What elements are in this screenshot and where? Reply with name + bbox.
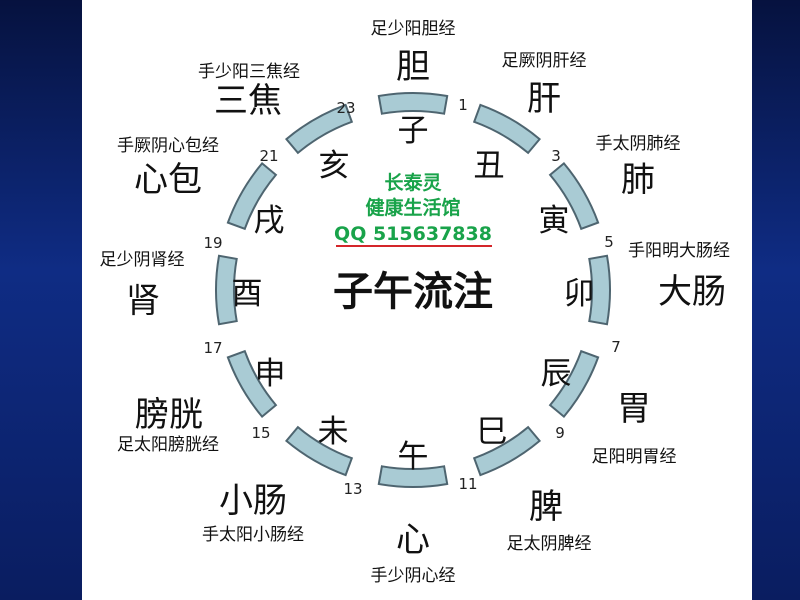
organ-large-intestine: 大肠 (658, 272, 726, 312)
organ-lung: 肺 (621, 160, 655, 200)
left-background-strip (0, 0, 82, 600)
ziwu-liuzhu-diagram: 23 1 3 5 7 9 11 13 15 17 19 21 子 丑 寅 卯 辰… (100, 19, 731, 586)
hour-number-13: 13 (343, 480, 362, 498)
ring-segment-4 (588, 254, 611, 326)
organ-stomach: 胃 (617, 389, 651, 429)
hour-number-11: 11 (458, 475, 477, 493)
ring-segment-8 (284, 425, 354, 477)
meridian-pericardium: 手厥阴心包经 (117, 136, 219, 156)
branch-si: 巳 (477, 414, 508, 450)
ring-segment-11 (226, 161, 278, 231)
branch-zi: 子 (398, 113, 429, 149)
meridian-triple-burner: 手少阳三焦经 (198, 62, 300, 82)
branch-mao: 卯 (564, 276, 595, 312)
ring-segment-12 (284, 103, 354, 155)
meridian-heart: 手少阴心经 (371, 566, 456, 586)
branch-wei: 未 (318, 414, 349, 450)
meridian-liver: 足厥阴肝经 (502, 51, 587, 71)
organ-heart: 心 (396, 520, 430, 560)
hour-number-7: 7 (611, 338, 621, 356)
organ-bladder: 膀胱 (135, 395, 203, 435)
branch-chou: 丑 (474, 148, 505, 184)
organ-gallbladder: 胆 (396, 47, 430, 87)
branch-shen: 申 (255, 356, 286, 392)
meridian-bladder: 足太阳膀胱经 (117, 435, 219, 455)
meridian-lung: 手太阴肺经 (596, 134, 681, 154)
organ-triple-burner: 三焦 (214, 81, 282, 121)
watermark-line-1: 长泰灵 (384, 171, 442, 194)
hour-number-21: 21 (259, 147, 278, 165)
organ-pericardium: 心包 (134, 160, 202, 200)
ring-segment-5 (548, 349, 600, 419)
hour-number-19: 19 (203, 234, 222, 252)
meridian-kidney: 足少阴肾经 (100, 250, 185, 270)
organ-liver: 肝 (527, 79, 561, 119)
organ-kidney: 肾 (126, 281, 160, 321)
branch-hai: 亥 (319, 148, 350, 184)
meridian-stomach: 足阳明胃经 (592, 447, 677, 467)
ring-segment-9 (226, 349, 278, 419)
diagram-title: 子午流注 (333, 269, 493, 315)
branch-yin: 寅 (539, 203, 570, 239)
hour-number-1: 1 (458, 96, 468, 114)
ring-segment-10 (215, 254, 238, 326)
ring-segment-2 (472, 103, 542, 155)
organ-spleen: 脾 (529, 487, 563, 527)
hour-number-9: 9 (555, 424, 565, 442)
organ-small-intestine: 小肠 (219, 481, 287, 521)
right-background-strip (752, 0, 800, 600)
ring-segment-7 (377, 465, 449, 488)
meridian-small-intestine: 手太阳小肠经 (202, 525, 304, 545)
branch-you: 酉 (232, 276, 263, 312)
ring-segments (215, 92, 611, 488)
hour-number-15: 15 (251, 424, 270, 442)
hour-number-17: 17 (203, 339, 222, 357)
watermark-line-3: QQ 515637838 (334, 223, 492, 245)
watermark-line-2: 健康生活馆 (365, 196, 460, 219)
meridian-gallbladder: 足少阳胆经 (371, 19, 456, 39)
ring-segment-1 (377, 92, 449, 115)
hour-number-5: 5 (604, 233, 614, 251)
branch-chen: 辰 (541, 356, 572, 392)
hour-number-3: 3 (551, 147, 561, 165)
meridian-large-intestine: 手阳明大肠经 (628, 241, 730, 261)
branch-wu: 午 (398, 439, 429, 475)
ring-segment-6 (472, 425, 542, 477)
ring-segment-3 (548, 161, 600, 231)
meridian-spleen: 足太阴脾经 (507, 534, 592, 554)
hour-number-23: 23 (336, 99, 355, 117)
branch-xu: 戌 (254, 203, 285, 239)
diagram-panel: 23 1 3 5 7 9 11 13 15 17 19 21 子 丑 寅 卯 辰… (82, 0, 752, 600)
